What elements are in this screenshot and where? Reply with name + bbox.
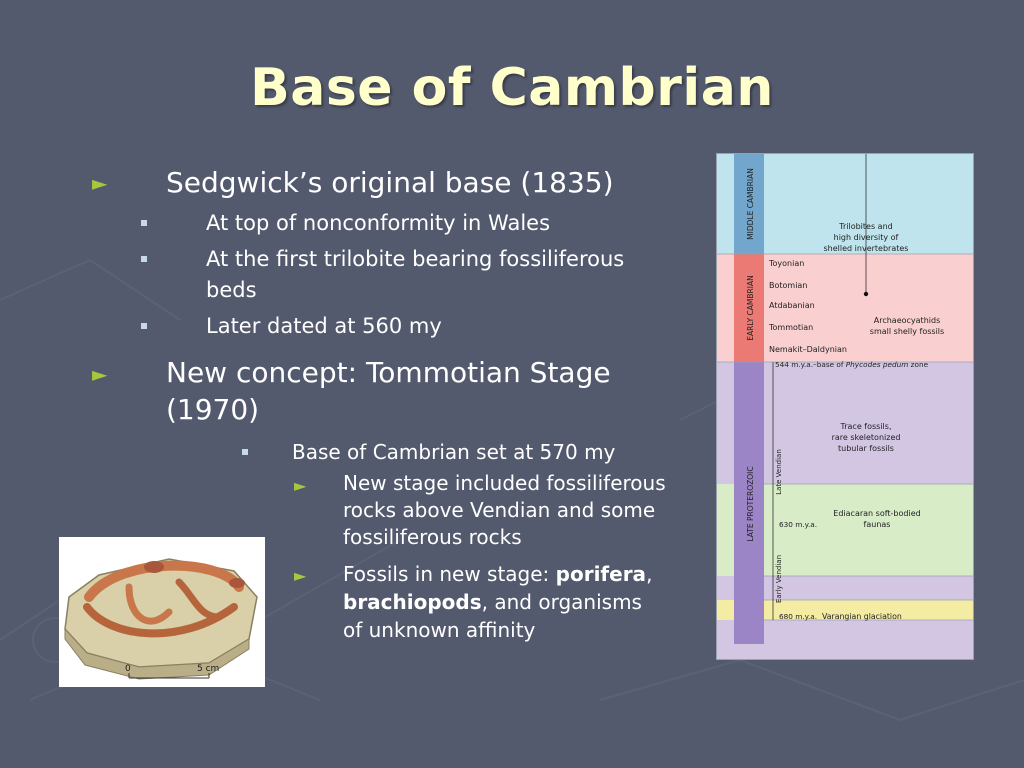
bullet-arrow-icon: ► <box>294 566 307 585</box>
bullet-text-line2: (1970) <box>166 393 260 426</box>
bullet-arrow-icon: ► <box>92 362 108 386</box>
note-line: Trace fossils, <box>840 422 892 431</box>
level3-line: Fossils in new stage: porifera, <box>343 560 652 588</box>
text-bold: porifera <box>555 562 647 586</box>
boundary-suffix: zone <box>908 360 928 369</box>
fossil-image: 0 5 cm <box>59 537 265 687</box>
note-line: faunas <box>864 520 891 529</box>
bullet-arrow-icon: ► <box>294 476 307 495</box>
scale-label: 5 cm <box>197 664 219 674</box>
level3-line: fossiliferous rocks <box>343 525 522 549</box>
early-cambrian-bar <box>734 254 764 362</box>
stage-label: Tommotian <box>768 323 813 332</box>
note-line: Trilobites and <box>838 222 892 231</box>
level3-line: New stage included fossiliferous <box>343 471 666 495</box>
boundary-note: 544 m.y.a.–base of Phycodes pedum zone <box>775 360 929 369</box>
date-label: 630 m.y.a. <box>779 520 817 529</box>
bullet-square-icon <box>141 256 147 262</box>
level3-text: Fossils in new stage: porifera, brachiop… <box>343 560 652 644</box>
sub-bullet-text: Base of Cambrian set at 570 my <box>292 440 616 464</box>
note-line: small shelly fossils <box>870 327 944 336</box>
text-bold: brachiopods <box>343 590 482 614</box>
note-line: Archaeocyathids <box>874 316 940 325</box>
period-label: MIDDLE CAMBRIAN <box>746 168 755 240</box>
level3-text: New stage included fossiliferous rocks a… <box>343 470 666 551</box>
sub-bullet-text: Later dated at 560 my <box>206 314 442 338</box>
note-line: rare skeletonized <box>832 433 901 442</box>
sub-bullet-text: At top of nonconformity in Wales <box>206 211 551 235</box>
text-normal: , and organisms <box>481 590 642 614</box>
stage-label: Nemakit–Daldynian <box>769 345 847 354</box>
bullet-square-icon <box>141 323 147 329</box>
bullet-text: Sedgwick’s original base (1835) <box>166 166 614 199</box>
stage-label: Atdabanian <box>769 301 815 310</box>
boundary-prefix: 544 m.y.a.–base of <box>775 360 846 369</box>
stage-label: Botomian <box>769 281 807 290</box>
bullet-square-icon <box>141 220 147 226</box>
bullet-square-icon <box>242 449 248 455</box>
glaciation-label: Varangian glaciation <box>822 612 902 621</box>
text-normal: Fossils in new stage: <box>343 562 556 586</box>
note-line: Ediacaran soft-bodied <box>833 509 920 518</box>
level3-line: rocks above Vendian and some <box>343 498 656 522</box>
stratigraphic-column: MIDDLE CAMBRIAN EARLY CAMBRIAN LATE PROT… <box>716 153 974 660</box>
note-line: high diversity of <box>834 233 899 242</box>
period-label: LATE PROTEROZOIC <box>746 466 755 541</box>
level3-line: of unknown affinity <box>343 618 536 642</box>
boundary-italic: Phycodes pedum <box>846 360 909 369</box>
vendian-label: Late Vendian <box>775 449 783 495</box>
bullet-text-line1: New concept: Tommotian Stage <box>166 356 611 389</box>
strat-column-svg: MIDDLE CAMBRIAN EARLY CAMBRIAN LATE PROT… <box>717 154 973 659</box>
level3-line: brachiopods, and organisms <box>343 588 652 616</box>
note-line: shelled invertebrates <box>824 244 909 253</box>
vendian-label: Early Vendian <box>775 555 783 603</box>
late-proterozoic-bar <box>734 362 764 644</box>
text-normal: , <box>646 562 653 586</box>
sub-bullet-text-line1: At the first trilobite bearing fossilife… <box>206 247 625 271</box>
bullet-arrow-icon: ► <box>92 171 108 195</box>
date-label: 680 m.y.a. <box>779 612 817 621</box>
fossil-illustration: 0 5 cm <box>64 558 258 680</box>
note-line: tubular fossils <box>838 444 894 453</box>
period-label: EARLY CAMBRIAN <box>746 275 755 340</box>
glaciation-band <box>717 600 973 620</box>
scale-zero: 0 <box>125 664 131 674</box>
middle-cambrian-bar <box>734 154 764 254</box>
sub-bullet-text-line2: beds <box>206 278 257 302</box>
slide-title: Base of Cambrian <box>250 58 774 118</box>
stage-label: Toyonian <box>768 259 804 268</box>
